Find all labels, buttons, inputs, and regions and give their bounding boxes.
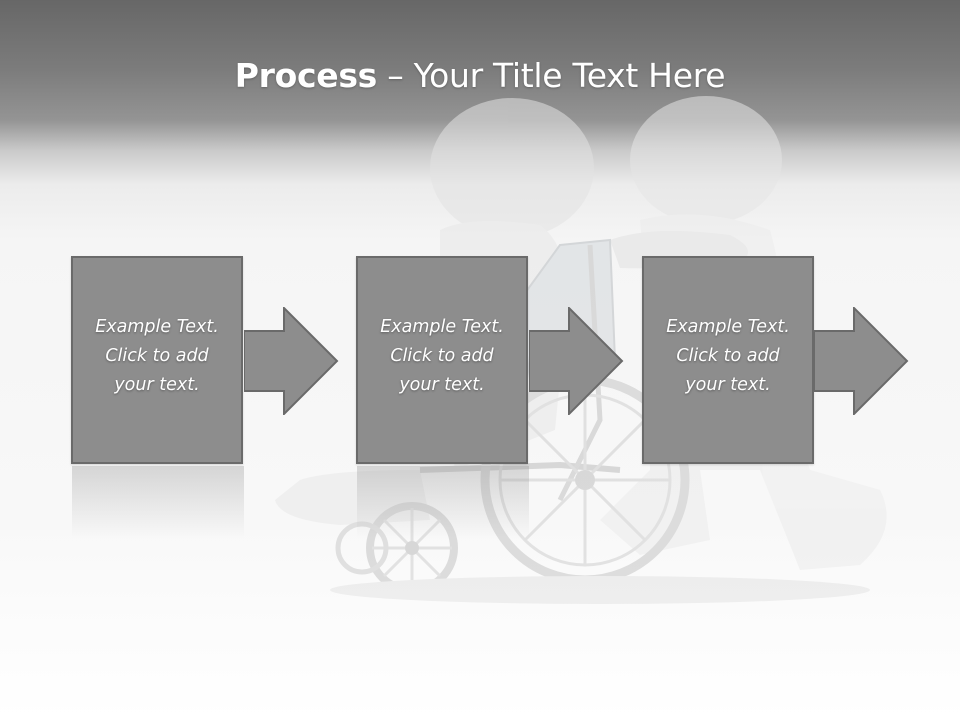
step-3-arrow-icon — [814, 307, 909, 415]
step-2-box[interactable]: Example Text. Click to add your text. — [356, 256, 528, 464]
step-3-text[interactable]: Example Text. Click to add your text. — [666, 317, 790, 395]
step-1-text[interactable]: Example Text. Click to add your text. — [95, 317, 219, 395]
step-1-reflection — [72, 466, 244, 538]
title-rest-part: – Your Title Text Here — [377, 56, 726, 95]
step-1-box[interactable]: Example Text. Click to add your text. — [71, 256, 243, 464]
step-2-text[interactable]: Example Text. Click to add your text. — [380, 317, 504, 395]
title-bold-part: Process — [234, 56, 378, 95]
step-2-reflection — [357, 466, 529, 538]
step-3-box[interactable]: Example Text. Click to add your text. — [642, 256, 814, 464]
step-1-arrow-icon — [244, 307, 339, 415]
step-2-arrow-icon — [529, 307, 624, 415]
title-bar: Process – Your Title Text Here — [0, 48, 960, 104]
slide-title[interactable]: Process – Your Title Text Here — [235, 56, 726, 95]
